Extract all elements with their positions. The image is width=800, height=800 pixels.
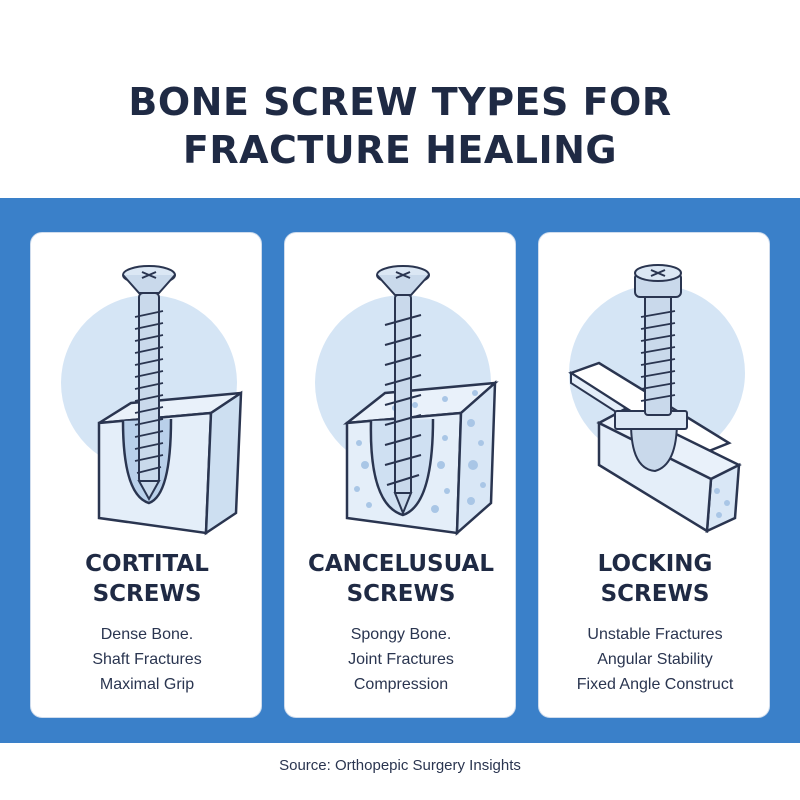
card-description: Unstable Fractures Angular Stability Fix… [539, 622, 771, 697]
locking-screw-illustration [568, 264, 745, 534]
title-line-2: FRACTURE HEALING [182, 128, 618, 172]
description-line: Shaft Fractures [92, 651, 202, 668]
cortical-screw-illustration [61, 265, 243, 536]
card-description: Spongy Bone. Joint Fractures Compression [285, 622, 517, 697]
card-title: CANCELUSUAL SCREWS [285, 549, 517, 609]
description-line: Maximal Grip [99, 676, 195, 693]
card-title-line-1: CORTITAL [85, 551, 209, 577]
source-caption: Source: Orthopepic Surgery Insights [279, 757, 521, 774]
card-title-line-2: SCREWS [346, 581, 456, 607]
card-title: CORTITAL SCREWS [31, 549, 263, 609]
description-line: Unstable Fractures [587, 626, 723, 643]
description-line: Compression [353, 676, 449, 693]
description-line: Angular Stability [597, 651, 713, 668]
description-line: Spongy Bone. [350, 626, 452, 643]
description-line: Joint Fractures [348, 651, 454, 668]
card-description: Dense Bone. Shaft Fractures Maximal Grip [31, 622, 263, 697]
card-title-line-1: CANCELUSUAL [307, 551, 495, 577]
card-title-line-2: SCREWS [600, 581, 710, 607]
card-cortical-screws: CORTITAL SCREWS Dense Bone. Shaft Fractu… [30, 232, 262, 718]
description-line: Fixed Angle Construct [576, 676, 734, 693]
page-title: BONE SCREW TYPES FOR FRACTURE HEALING [0, 78, 800, 174]
cancellous-screw-illustration [315, 265, 499, 536]
description-line: Dense Bone. [100, 626, 194, 643]
card-title: LOCKING SCREWS [539, 549, 771, 609]
card-title-line-2: SCREWS [92, 581, 202, 607]
title-line-1: BONE SCREW TYPES FOR [128, 80, 672, 124]
card-cancellous-screws: CANCELUSUAL SCREWS Spongy Bone. Joint Fr… [284, 232, 516, 718]
card-locking-screws: LOCKING SCREWS Unstable Fractures Angula… [538, 232, 770, 718]
card-title-line-1: LOCKING [597, 551, 713, 577]
